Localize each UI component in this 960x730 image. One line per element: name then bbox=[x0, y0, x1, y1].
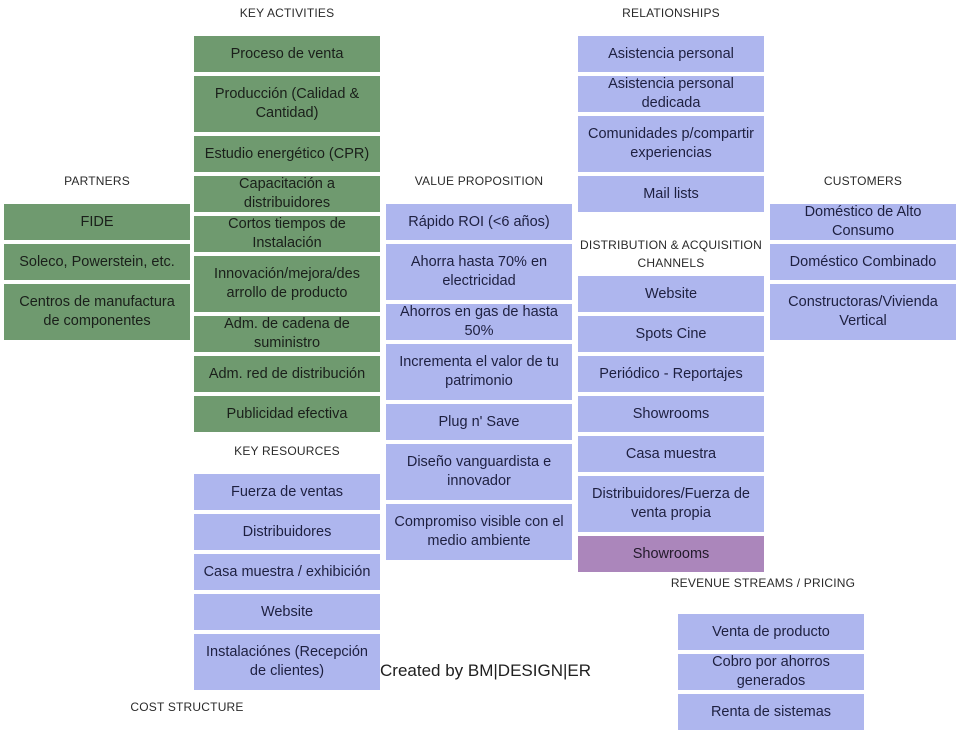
resource-distribuidores: Distribuidores bbox=[194, 514, 380, 550]
header-customers: CUSTOMERS bbox=[823, 174, 903, 188]
value-compromiso-ambiente: Compromiso visible con el medio ambiente bbox=[386, 504, 572, 560]
header-cost-structure: COST STRUCTURE bbox=[130, 700, 244, 714]
header-relationships: RELATIONSHIPS bbox=[622, 6, 720, 20]
activity-produccion: Producción (Calidad & Cantidad) bbox=[194, 76, 380, 132]
channel-showrooms: Showrooms bbox=[578, 396, 764, 432]
revenue-renta-sistemas: Renta de sistemas bbox=[678, 694, 864, 730]
customer-constructoras: Constructoras/Vivienda Vertical bbox=[770, 284, 956, 340]
partner-centros-manufactura: Centros de manufactura de componentes bbox=[4, 284, 190, 340]
channel-casa-muestra: Casa muestra bbox=[578, 436, 764, 472]
header-key-resources: KEY RESOURCES bbox=[234, 444, 340, 458]
relationship-comunidades: Comunidades p/compartir experiencias bbox=[578, 116, 764, 172]
customer-domestico-combinado: Doméstico Combinado bbox=[770, 244, 956, 280]
customer-domestico-alto: Doméstico de Alto Consumo bbox=[770, 204, 956, 240]
header-distribution: DISTRIBUTION & ACQUISITION CHANNELS bbox=[580, 238, 762, 270]
header-value-proposition: VALUE PROPOSITION bbox=[414, 174, 544, 188]
activity-estudio-energetico: Estudio energético (CPR) bbox=[194, 136, 380, 172]
channel-periodico: Periódico - Reportajes bbox=[578, 356, 764, 392]
activity-publicidad: Publicidad efectiva bbox=[194, 396, 380, 432]
value-ahorra-electricidad: Ahorra hasta 70% en electricidad bbox=[386, 244, 572, 300]
activity-innovacion: Innovación/mejora/des arrollo de product… bbox=[194, 256, 380, 312]
activity-cortos-tiempos: Cortos tiempos de Instalación bbox=[194, 216, 380, 252]
relationship-mail-lists: Mail lists bbox=[578, 176, 764, 212]
header-revenue: REVENUE STREAMS / PRICING bbox=[670, 576, 856, 590]
credit-text: Created by BM|DESIGN|ER bbox=[380, 661, 592, 680]
revenue-venta-producto: Venta de producto bbox=[678, 614, 864, 650]
partner-fide: FIDE bbox=[4, 204, 190, 240]
value-plug-save: Plug n' Save bbox=[386, 404, 572, 440]
value-diseno-vanguardista: Diseño vanguardista e innovador bbox=[386, 444, 572, 500]
value-ahorros-gas: Ahorros en gas de hasta 50% bbox=[386, 304, 572, 340]
channel-website: Website bbox=[578, 276, 764, 312]
activity-proceso-venta: Proceso de venta bbox=[194, 36, 380, 72]
resource-instalaciones: Instalaciónes (Recepción de clientes) bbox=[194, 634, 380, 690]
resource-casa-muestra: Casa muestra / exhibición bbox=[194, 554, 380, 590]
channel-spots-cine: Spots Cine bbox=[578, 316, 764, 352]
resource-website: Website bbox=[194, 594, 380, 630]
activity-cadena-suministro: Adm. de cadena de suministro bbox=[194, 316, 380, 352]
revenue-cobro-ahorros: Cobro por ahorros generados bbox=[678, 654, 864, 690]
value-incrementa-patrimonio: Incrementa el valor de tu patrimonio bbox=[386, 344, 572, 400]
header-key-activities: KEY ACTIVITIES bbox=[239, 6, 335, 20]
channel-showrooms-highlight: Showrooms bbox=[578, 536, 764, 572]
header-partners: PARTNERS bbox=[64, 174, 130, 188]
relationship-asistencia-personal: Asistencia personal bbox=[578, 36, 764, 72]
value-rapido-roi: Rápido ROI (<6 años) bbox=[386, 204, 572, 240]
activity-capacitacion: Capacitación a distribuidores bbox=[194, 176, 380, 212]
resource-fuerza-ventas: Fuerza de ventas bbox=[194, 474, 380, 510]
relationship-asistencia-dedicada: Asistencia personal dedicada bbox=[578, 76, 764, 112]
activity-red-distribucion: Adm. red de distribución bbox=[194, 356, 380, 392]
partner-soleco: Soleco, Powerstein, etc. bbox=[4, 244, 190, 280]
channel-distribuidores: Distribuidores/Fuerza de venta propia bbox=[578, 476, 764, 532]
